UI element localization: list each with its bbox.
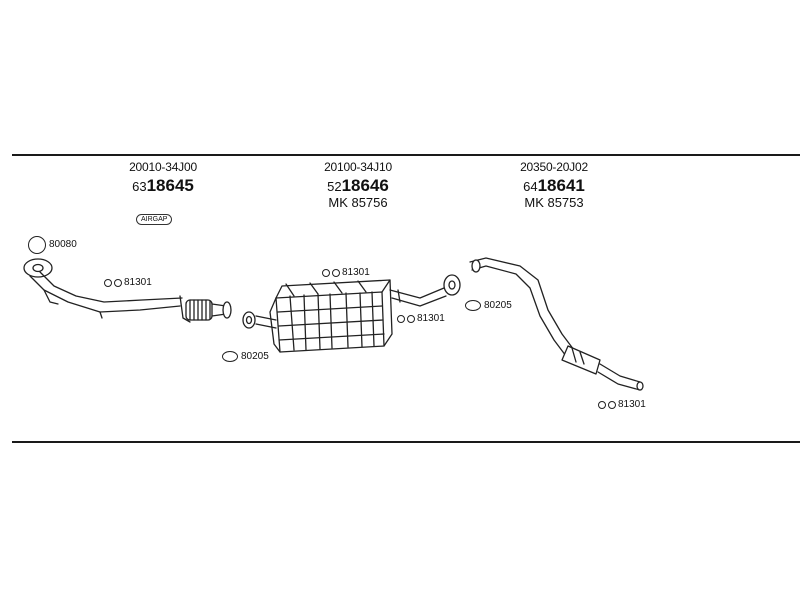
part-number: 81301 xyxy=(618,399,646,410)
mk-number: MK 85753 xyxy=(524,195,584,210)
oem-number: 20350-20J02 xyxy=(520,160,588,174)
clamp-icon xyxy=(114,279,122,287)
rear-pipe-drawing xyxy=(469,257,644,391)
part-number: 81301 xyxy=(417,313,445,324)
clamp-mid-top: 81301 xyxy=(322,268,370,278)
gasket-icon xyxy=(465,300,481,311)
ring-80080: 80080 xyxy=(28,236,77,254)
clamp-icon xyxy=(332,269,340,277)
gasket-front: 80205 xyxy=(222,351,269,362)
article-number: 6418641 xyxy=(509,177,599,194)
article-prefix: 63 xyxy=(132,179,147,194)
article-main: 18645 xyxy=(146,176,194,195)
oem-number: 20010-34J00 xyxy=(129,160,197,174)
gasket-icon xyxy=(222,351,238,362)
clamp-icon xyxy=(608,401,616,409)
clamp-mid-bottom: 81301 xyxy=(397,314,445,324)
clamp-icon xyxy=(407,315,415,323)
clamp-icon xyxy=(397,315,405,323)
gasket-rear: 80205 xyxy=(465,300,512,311)
clamp-icon xyxy=(322,269,330,277)
part-number: 81301 xyxy=(124,277,152,288)
top-rule xyxy=(12,154,800,156)
part-header-front-pipe: 20010-34J00 6318645 xyxy=(118,161,208,194)
article-number: 6318645 xyxy=(118,177,208,194)
clamp-rear: 81301 xyxy=(598,400,646,410)
article-number: 5218646 xyxy=(313,177,403,194)
article-prefix: 52 xyxy=(327,179,342,194)
ring-icon xyxy=(28,236,46,254)
clamp-front: 81301 xyxy=(104,278,152,288)
article-main: 18646 xyxy=(341,176,389,195)
bottom-rule xyxy=(12,441,800,443)
middle-muffler-drawing xyxy=(255,279,447,353)
part-number: 80205 xyxy=(241,350,269,362)
mk-number: MK 85756 xyxy=(328,195,388,210)
part-header-middle-muffler: 20100-34J10 5218646 MK 85756 xyxy=(313,161,403,209)
clamp-icon xyxy=(104,279,112,287)
clamp-icon xyxy=(598,401,606,409)
front-pipe-drawing xyxy=(23,258,232,323)
part-number: 81301 xyxy=(342,267,370,278)
part-number: 80205 xyxy=(484,299,512,311)
oem-number: 20100-34J10 xyxy=(324,160,392,174)
airgap-badge: AIRGAP xyxy=(136,214,173,225)
article-prefix: 64 xyxy=(523,179,538,194)
part-header-rear-pipe: 20350-20J02 6418641 MK 85753 xyxy=(509,161,599,209)
article-main: 18641 xyxy=(537,176,585,195)
part-number: 80080 xyxy=(49,239,77,250)
